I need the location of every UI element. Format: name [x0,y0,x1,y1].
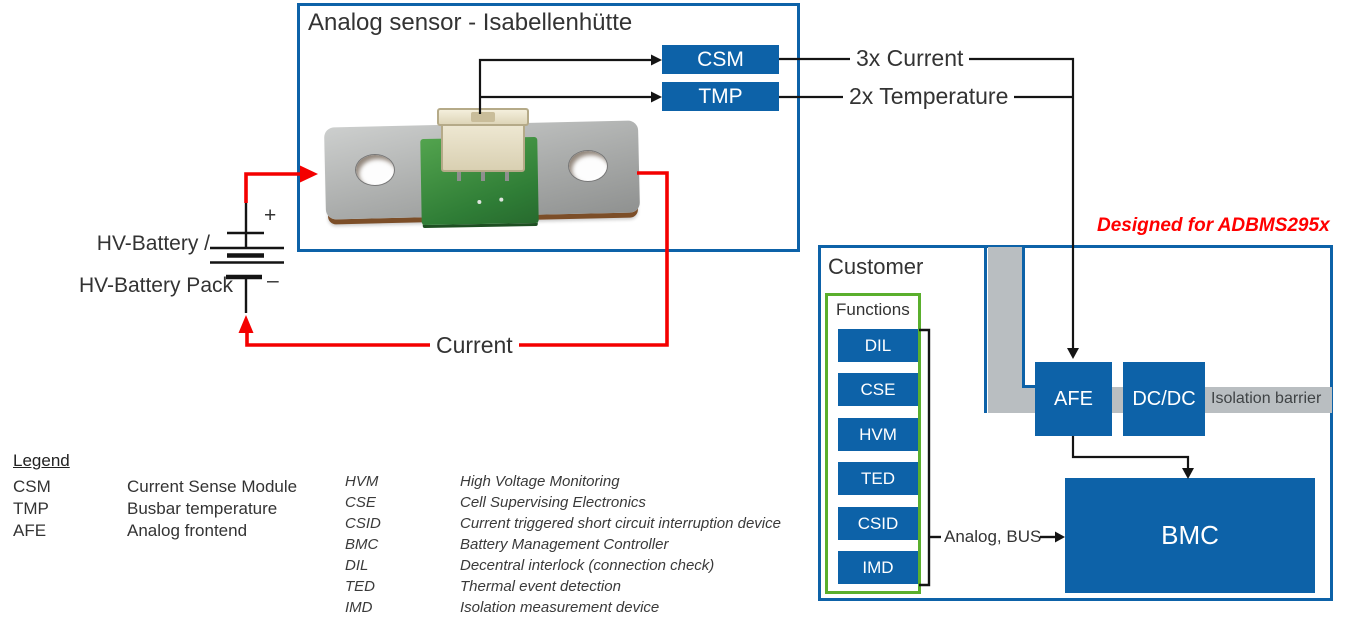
mounting-hole-right [568,150,608,182]
legend-desc: Isolation measurement device [460,599,660,616]
current-arrowhead-to-battery [238,315,254,333]
afe-block: AFE [1035,362,1112,436]
legend-abbr: HVM [345,473,379,490]
bmc-block: BMC [1065,478,1315,593]
analog-sensor-title: Analog sensor - Isabellenhütte [308,9,633,36]
battery-plus-sign: + [264,204,277,227]
legend-abbr: CSM [13,477,51,496]
legend-abbr: TMP [13,499,49,518]
legend-abbr: TED [345,578,375,595]
tmp-block: TMP [662,82,779,111]
battery-label-line2: HV-Battery Pack [78,274,233,297]
legend-abbr: AFE [13,521,47,540]
legend-desc: Busbar temperature [127,499,278,518]
legend-desc: Cell Supervising Electronics [460,494,646,511]
function-block-dil: DIL [838,329,918,362]
isolation-barrier-label: Isolation barrier [1211,390,1322,407]
legend-desc: Battery Management Controller [460,536,669,553]
barrier-slot-right-edge [1022,246,1025,388]
legend-title: Legend [13,451,70,470]
customer-box [818,245,1333,601]
legend-abbr: DIL [345,557,369,574]
function-block-ted: TED [838,462,918,495]
legend-abbr: CSID [345,515,381,532]
pcb-pad [477,199,482,205]
legend-desc: Thermal event detection [460,578,621,595]
legend-abbr: IMD [345,599,373,616]
legend-desc: Current triggered short circuit interrup… [460,515,781,532]
legend-desc: Decentral interlock (connection check) [460,557,715,574]
function-block-csid: CSID [838,507,918,540]
legend-abbr: BMC [345,536,379,553]
sensor-image [323,106,655,228]
signal-label-2x-temperature: 2x Temperature [843,82,1015,111]
function-block-hvm: HVM [838,418,918,451]
legend-abbr: CSE [345,494,376,511]
legend-desc: Analog frontend [127,521,248,540]
legend-desc: Current Sense Module [127,477,298,496]
analog-bus-label: Analog, BUS [944,527,1042,546]
battery-minus-sign: – [267,269,279,292]
function-block-cse: CSE [838,373,918,406]
battery-label-line1: HV-Battery / [96,232,210,255]
sensor-connector [441,120,525,172]
designed-for-note: Designed for ADBMS295x [1097,215,1330,236]
functions-label: Functions [836,300,910,319]
signal-label-current: Current [430,331,519,360]
function-block-imd: IMD [838,551,918,584]
sensor-connector-notch [471,112,495,122]
mounting-hole-left [355,154,395,186]
dcdc-block: DC/DC [1123,362,1205,436]
customer-title: Customer [828,254,924,279]
barrier-slot-left-edge [984,246,987,413]
signal-label-3x-current: 3x Current [850,44,970,73]
legend-desc: High Voltage Monitoring [460,473,620,490]
csm-block: CSM [662,45,779,74]
barrier-slot-joint [1022,385,1038,388]
pcb-pad [499,197,504,202]
